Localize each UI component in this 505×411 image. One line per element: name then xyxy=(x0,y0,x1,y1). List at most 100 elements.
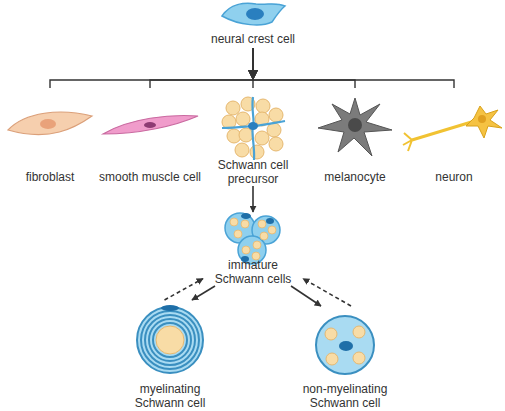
myelin-sheath xyxy=(141,311,199,369)
cell-label: immature Schwann cells xyxy=(211,258,296,286)
cell-label: myelinating Schwann cell xyxy=(130,382,210,410)
axon xyxy=(268,226,276,234)
cell-node: Schwann cell precursor xyxy=(208,88,298,186)
cell-node: immature Schwann cells xyxy=(203,212,303,286)
cell-body xyxy=(222,3,285,25)
axon xyxy=(255,131,269,145)
connector-line xyxy=(192,286,215,300)
cell-nucleus xyxy=(40,119,56,129)
cell-nucleus xyxy=(248,122,258,130)
cell-nucleus xyxy=(339,341,353,351)
arrow-head xyxy=(248,70,258,80)
axon xyxy=(353,326,365,338)
axon xyxy=(325,328,337,340)
arrow-head xyxy=(248,70,258,80)
cell-label: neural crest cell xyxy=(211,32,295,46)
axon xyxy=(234,230,242,238)
axon-terminal xyxy=(403,133,412,151)
cell-label: neuron xyxy=(435,170,472,184)
cell-nucleus xyxy=(241,213,251,219)
cell-node: non-myelinating Schwann cell xyxy=(285,306,405,410)
arrow-head xyxy=(248,70,258,80)
cell-nucleus xyxy=(246,8,264,20)
cell-body xyxy=(466,106,502,138)
cell-node: smooth muscle cell xyxy=(95,88,205,184)
cell-body xyxy=(318,98,392,156)
cell-label: melanocyte xyxy=(324,170,385,184)
myelin-sheath xyxy=(137,307,203,373)
branch-connector xyxy=(248,48,355,88)
cell-body xyxy=(103,116,198,134)
axon xyxy=(242,246,250,254)
myelinating-cell-drawing xyxy=(137,305,203,373)
cell-nucleus xyxy=(348,118,362,132)
connector-line xyxy=(150,48,253,88)
neural-crest-cell-drawing xyxy=(222,3,285,25)
axon xyxy=(235,143,249,157)
branch-connector xyxy=(50,48,258,88)
immature-cells-drawing xyxy=(225,213,280,264)
axon xyxy=(260,232,268,240)
axon xyxy=(253,241,261,249)
cell-nucleus xyxy=(478,115,486,123)
connector-line xyxy=(253,48,355,88)
cell-node: melanocyte xyxy=(310,88,400,184)
connector-line xyxy=(291,286,321,306)
cell-nucleus xyxy=(161,305,179,311)
cell-node: myelinating Schwann cell xyxy=(115,300,225,410)
axon xyxy=(326,353,338,365)
axon xyxy=(239,128,253,142)
transition-arrow xyxy=(303,279,351,306)
cell-label: smooth muscle cell xyxy=(99,170,201,184)
cell-body xyxy=(316,316,374,374)
connector-line xyxy=(253,48,454,88)
axon xyxy=(236,112,250,126)
cell-node: neuron xyxy=(405,88,503,184)
axon xyxy=(241,220,249,228)
cell-label: fibroblast xyxy=(26,170,75,184)
axon xyxy=(412,120,478,140)
axon xyxy=(256,99,270,113)
axon xyxy=(250,145,264,159)
cell-label: Schwann cell precursor xyxy=(211,158,296,186)
cell-node: neural crest cell xyxy=(195,0,311,46)
transition-arrow xyxy=(253,186,254,212)
myelin-sheath xyxy=(149,319,191,361)
cell-body xyxy=(8,112,92,135)
connector-line xyxy=(303,279,351,306)
precursor-drawing xyxy=(222,97,285,160)
cell-node: fibroblast xyxy=(5,88,95,184)
fibroblast-drawing xyxy=(8,112,92,135)
myelin-sheath xyxy=(153,323,187,357)
branch-connector xyxy=(150,48,258,88)
arrow-head xyxy=(248,70,258,80)
smooth-muscle-drawing xyxy=(103,116,198,134)
axon xyxy=(226,101,240,115)
non-myelinating-cell-drawing xyxy=(316,316,374,374)
axon xyxy=(269,137,283,151)
connector-line xyxy=(165,279,204,300)
axon xyxy=(267,123,281,137)
axon xyxy=(353,352,365,364)
melanocyte-drawing xyxy=(318,98,392,156)
connector-line xyxy=(252,48,253,88)
cell-nucleus xyxy=(144,122,156,128)
transition-arrow xyxy=(291,286,321,306)
branch-connector xyxy=(248,48,258,88)
transition-arrow xyxy=(192,286,215,300)
axon xyxy=(258,220,266,228)
connector-line xyxy=(50,48,253,88)
transition-arrow xyxy=(165,279,204,300)
cell-label: non-myelinating Schwann cell xyxy=(299,382,391,410)
arrow-head xyxy=(248,70,258,80)
axon xyxy=(156,326,184,354)
axon xyxy=(269,108,283,122)
connector-line xyxy=(252,186,254,212)
branch-connector xyxy=(248,48,454,88)
neuron-drawing xyxy=(403,106,502,151)
myelin-sheath xyxy=(145,315,195,365)
